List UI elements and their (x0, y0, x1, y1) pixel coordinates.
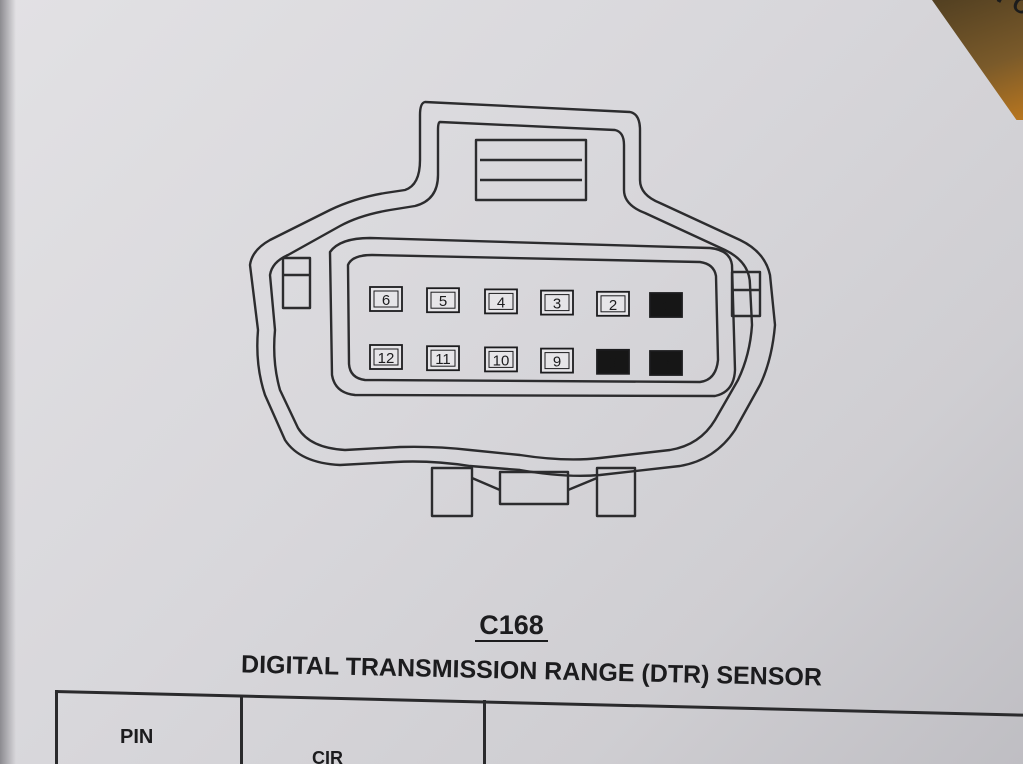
side-tab-left (281, 256, 312, 310)
connector-housing-outer (248, 100, 777, 477)
pin-4-inner (488, 292, 514, 310)
table-header-circuit: CIR (312, 748, 343, 764)
pin-11-inner (430, 349, 456, 367)
pin-3-label: 3 (553, 296, 561, 313)
pin-9-inner (544, 352, 570, 370)
pin-11-label: 11 (435, 351, 451, 368)
latch-window (474, 138, 588, 202)
pin-6-inner (373, 290, 399, 308)
pin-5-inner (430, 291, 456, 309)
pin-8-label: 8 (609, 355, 617, 372)
pin-10-label: 10 (493, 352, 510, 369)
table-header-pin: PIN (120, 726, 154, 748)
pin-7-label: 7 (662, 356, 670, 373)
pin-6-label: 6 (382, 292, 390, 309)
pin-7-box (649, 350, 683, 376)
table-column-divider (483, 700, 486, 764)
pin-1-label: 1 (662, 298, 670, 315)
pin-2-inner (600, 295, 626, 313)
connector-id: C168 (475, 610, 548, 642)
page-shadow (0, 0, 16, 764)
pin-8-box (596, 348, 630, 375)
pin-4-label: 4 (497, 294, 505, 311)
pin-9-label: 9 (553, 354, 561, 371)
pin-10-inner (488, 350, 514, 368)
table-left-border (55, 690, 58, 764)
pin-cavity-inner (346, 253, 720, 384)
connector-id-caption: C168 (0, 610, 1023, 642)
table-column-divider (240, 696, 243, 764)
pin-3-inner (544, 294, 570, 312)
lock-tab-right (595, 466, 637, 518)
lock-tab-left (430, 466, 474, 518)
side-tab-right (730, 270, 762, 318)
lock-key-center (498, 470, 570, 506)
pin-grid: 6 5 4 3 2 1 12 11 10 9 8 7 (369, 286, 683, 376)
pin-12-label: 12 (378, 350, 395, 367)
pin-2-label: 2 (609, 297, 617, 314)
pin-1-box (649, 292, 683, 318)
pin-12-inner (373, 348, 399, 366)
pin-5-label: 5 (439, 293, 447, 310)
connector-housing-inner (268, 120, 754, 461)
pin-cavity-outer (328, 236, 737, 398)
